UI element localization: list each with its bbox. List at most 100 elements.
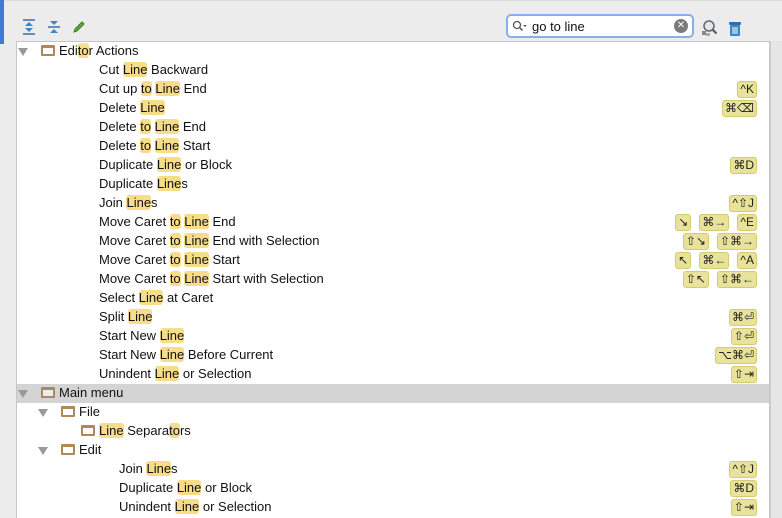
collapse-all-button[interactable] — [45, 18, 63, 36]
tree-item[interactable]: Duplicate Line or Block⌘D — [17, 479, 769, 498]
tree-item[interactable]: Move Caret to Line Start↖⌘←^A — [17, 251, 769, 270]
match-highlight: Line — [126, 195, 152, 210]
expand-arrow-icon[interactable] — [18, 390, 28, 398]
find-shortcut-icon — [702, 20, 718, 36]
shortcut-badge: ⌘← — [699, 252, 730, 269]
label-text: Move Caret — [99, 252, 170, 267]
tree-item[interactable]: Split Line⌘⏎ — [17, 308, 769, 327]
tree-group[interactable]: File — [17, 403, 769, 422]
tree-item[interactable]: Duplicate Line or Block⌘D — [17, 156, 769, 175]
match-highlight: Line — [154, 138, 180, 153]
clear-search-icon[interactable]: ✕ — [674, 19, 688, 33]
shortcut-badge: ↖ — [675, 252, 692, 269]
label-text: Select — [99, 290, 139, 305]
tree-item[interactable]: Cut Line Backward — [17, 61, 769, 80]
match-highlight: to — [169, 252, 181, 267]
search-field[interactable]: ✕ — [506, 14, 694, 38]
tree-item[interactable]: Delete to Line Start — [17, 137, 769, 156]
label-text: at Caret — [163, 290, 214, 305]
expand-arrow-icon[interactable] — [38, 447, 48, 455]
tree-group[interactable]: Editor Actions — [17, 42, 769, 61]
match-highlight: Line — [154, 119, 180, 134]
shortcut-list: ^K — [737, 81, 757, 98]
shortcut-badge: ⌘⌫ — [722, 100, 757, 117]
match-highlight: Line — [176, 480, 202, 495]
label-text: Start New — [99, 347, 160, 362]
tree-item[interactable]: Move Caret to Line End↘⌘→^E — [17, 213, 769, 232]
shortcut-badge: ^⇧J — [729, 461, 757, 478]
label-text: Edit — [79, 442, 102, 457]
tree-item[interactable]: Start New Line Before Current⌥⌘⏎ — [17, 346, 769, 365]
tree-item[interactable]: Unindent Line or Selection ⇧⇥ — [17, 365, 769, 384]
shortcut-list: ^⇧J — [729, 195, 757, 212]
expand-all-button[interactable] — [20, 18, 38, 36]
tree-item[interactable]: Unindent Line or Selection⇧⇥ — [17, 498, 769, 517]
tree-group[interactable]: Main menu — [17, 384, 769, 403]
label-text: Move Caret — [99, 214, 170, 229]
tree-item[interactable]: Delete to Line End — [17, 118, 769, 137]
folder-icon — [81, 425, 95, 436]
match-highlight: Line — [184, 271, 209, 286]
tree-item[interactable]: Join Lines^⇧J — [17, 460, 769, 479]
item-label: File — [79, 404, 100, 419]
shortcut-list: ⇧↘⇧⌘→ — [682, 233, 757, 250]
label-text: Unindent — [99, 366, 155, 381]
tree-item[interactable]: Duplicate Lines — [17, 175, 769, 194]
shortcut-list: ⇧⇥ — [730, 499, 757, 516]
tree-item[interactable]: Delete Line ⌘⌫ — [17, 99, 769, 118]
item-label: Select Line at Caret — [99, 290, 213, 305]
shortcut-badge: ↘ — [675, 214, 692, 231]
label-text: Join — [119, 461, 147, 476]
item-label: Editor Actions — [59, 43, 139, 58]
tree-item[interactable]: Start New Line⇧⏎ — [17, 327, 769, 346]
tree-item[interactable]: Move Caret to Line Start with Selection⇧… — [17, 270, 769, 289]
window-edge — [0, 0, 4, 44]
label-text: Duplicate — [99, 176, 157, 191]
label-text: or Selection — [199, 499, 272, 514]
shortcut-badge: ⇧⏎ — [730, 328, 757, 345]
label-text: Delete — [99, 100, 141, 115]
tree-item[interactable]: Select Line at Caret — [17, 289, 769, 308]
clear-filter-button[interactable] — [726, 19, 744, 37]
label-text: Delete — [99, 119, 141, 134]
shortcut-badge: ⌘⏎ — [728, 309, 757, 326]
tree-item[interactable]: Join Lines ^⇧J — [17, 194, 769, 213]
match-highlight: Line — [138, 290, 164, 305]
item-label: Delete Line — [99, 100, 165, 115]
label-text: s — [171, 461, 178, 476]
item-label: Join Lines — [99, 195, 158, 210]
shortcut-list: ⇧↖⇧⌘← — [682, 271, 757, 288]
tree-item[interactable]: Move Caret to Line End with Selection⇧↘⇧… — [17, 232, 769, 251]
shortcut-badge: ⇧⇥ — [730, 366, 757, 383]
item-label: Delete to Line Start — [99, 138, 210, 153]
match-highlight: to — [140, 119, 152, 134]
shortcut-badge: ^⇧J — [729, 195, 757, 212]
item-label: Main menu — [59, 385, 123, 400]
tree-group[interactable]: Line Separators — [17, 422, 769, 441]
match-highlight: Line — [99, 423, 124, 438]
shortcut-list: ↖⌘←^A — [675, 252, 757, 269]
shortcut-list: ⌘⌫ — [722, 100, 757, 117]
item-label: Duplicate Lines — [99, 176, 188, 191]
search-input[interactable] — [528, 18, 668, 34]
scrollbar[interactable] — [770, 41, 782, 518]
edit-shortcut-button[interactable] — [70, 18, 88, 36]
tree-group[interactable]: Edit — [17, 441, 769, 460]
expand-arrow-icon[interactable] — [18, 48, 28, 56]
tree-item[interactable]: Cut up to Line End^K — [17, 80, 769, 99]
match-highlight: to — [169, 233, 181, 248]
label-text: Edi — [59, 43, 78, 58]
match-highlight: to — [140, 81, 152, 96]
label-text: Duplicate — [119, 480, 177, 495]
match-highlight: to — [169, 423, 180, 438]
item-label: Unindent Line or Selection — [99, 366, 252, 381]
search-history-icon[interactable] — [512, 20, 528, 32]
expand-arrow-icon[interactable] — [38, 409, 48, 417]
folder-icon — [61, 406, 75, 417]
shortcut-list: ⌥⌘⏎ — [715, 347, 757, 364]
match-highlight: Line — [159, 328, 185, 343]
label-text: r Actions — [88, 43, 139, 58]
find-shortcut-button[interactable] — [700, 19, 718, 37]
match-highlight: Line — [127, 309, 153, 324]
